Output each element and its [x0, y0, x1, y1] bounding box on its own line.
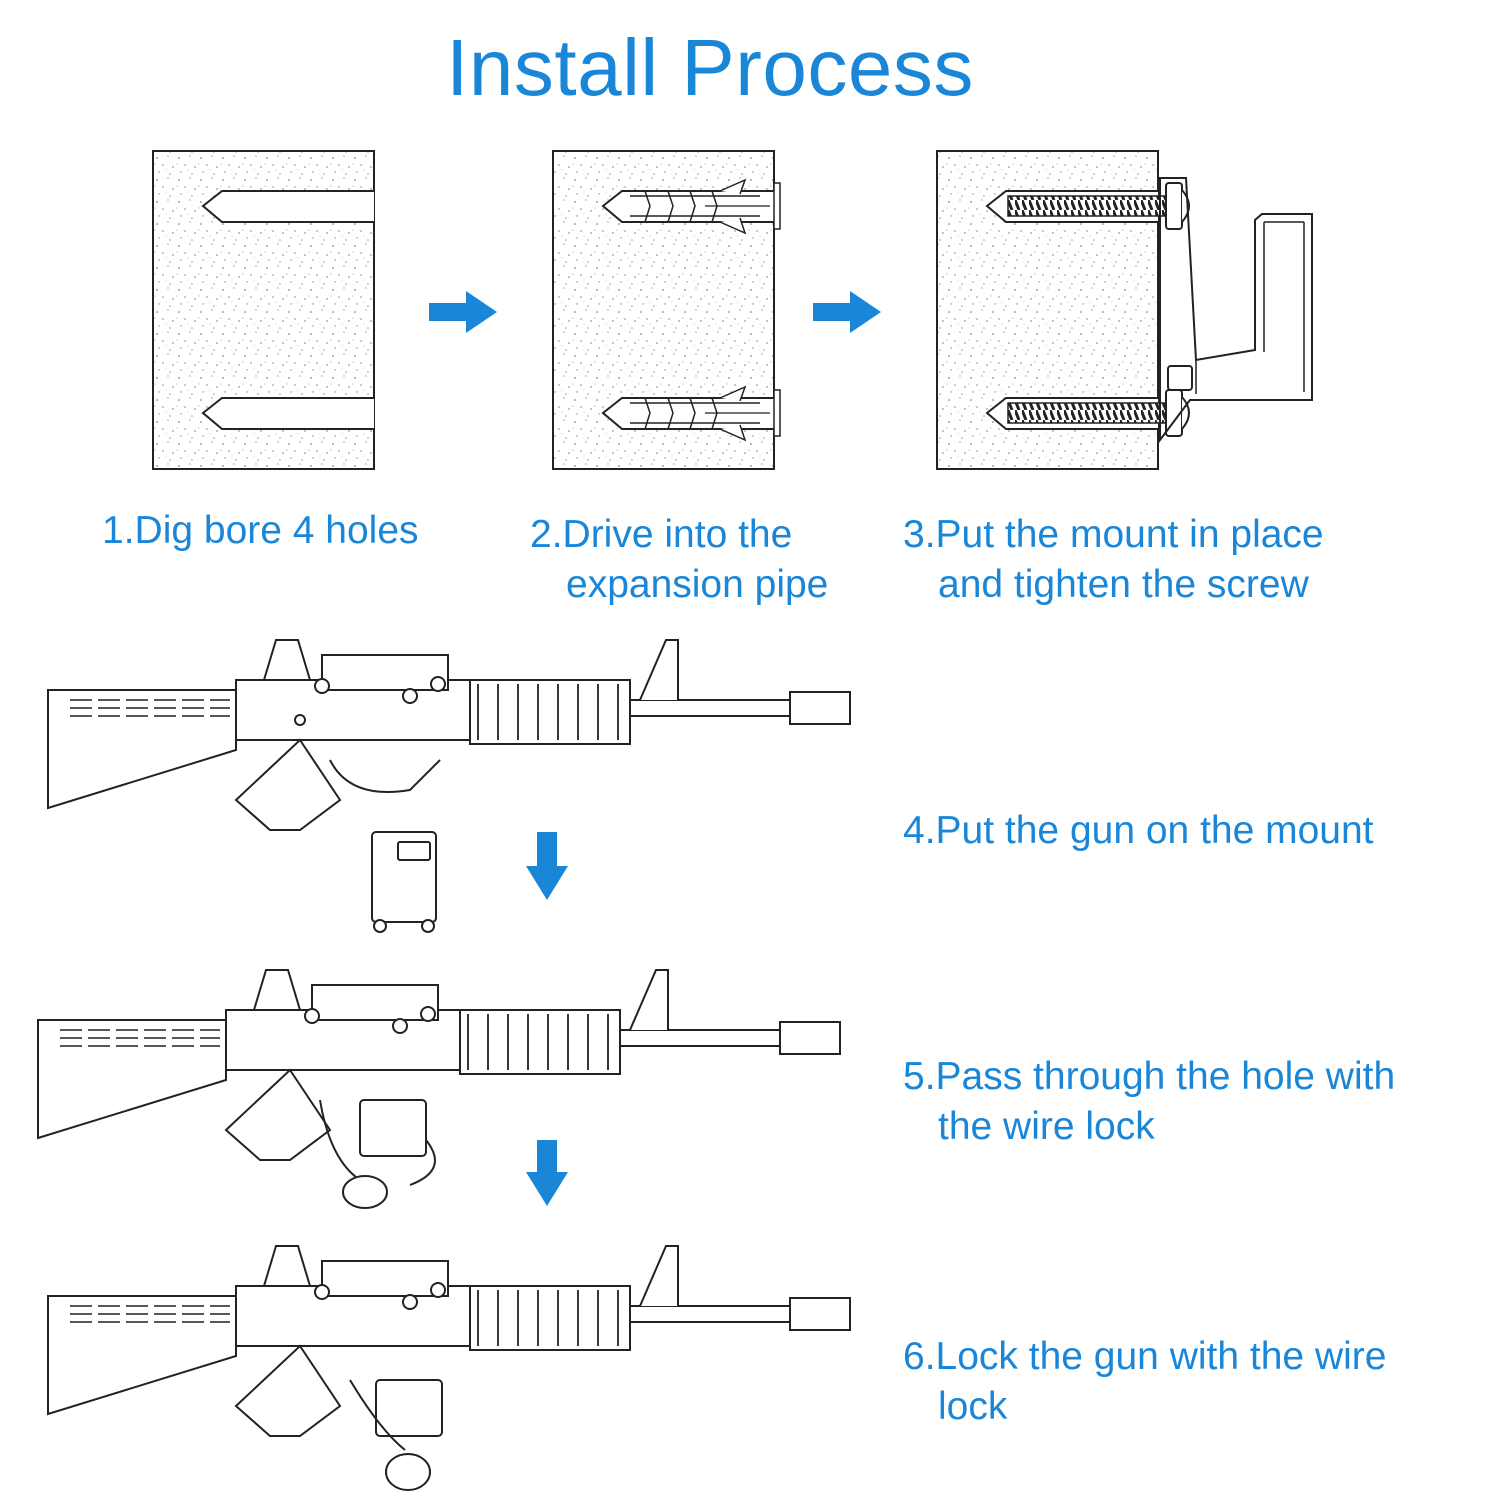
combination-lock-icon [385, 1453, 431, 1491]
step-4-text: Put the gun on the mount [935, 809, 1374, 852]
step-6-caption: 6.Lock the gun with the wire lock [903, 1332, 1386, 1432]
expansion-pipe-top [601, 178, 781, 235]
step-2-caption: 2.Drive into the expansion pipe [530, 510, 828, 610]
combination-lock-icon [342, 1175, 388, 1209]
step-3-text-line1: Put the mount in place [935, 513, 1324, 556]
rifle-illustration-3 [47, 1245, 851, 1491]
screw-bottom [985, 389, 1190, 437]
step-2-text-line2: expansion pipe [566, 563, 829, 606]
arrow-right-icon [813, 291, 881, 333]
step-4-caption: 4.Put the gun on the mount [903, 806, 1374, 856]
step-3-text-line2: and tighten the screw [938, 563, 1309, 606]
screw-top [985, 182, 1190, 230]
step-1-caption: 1.Dig bore 4 holes [102, 506, 419, 556]
step-5-text-line2: the wire lock [938, 1105, 1155, 1148]
rifle-illustration-1 [47, 639, 851, 831]
drilled-hole-bottom [201, 397, 374, 430]
drilled-hole-top [201, 190, 374, 223]
arrow-right-icon [429, 291, 497, 333]
rifle-illustration-2 [37, 969, 841, 1209]
step-6-text-line1: Lock the gun with the wire [935, 1335, 1387, 1378]
step-1-number: 1. [102, 509, 135, 552]
arrow-down-icon [526, 832, 568, 900]
step-3-number: 3. [903, 513, 936, 556]
page-title: Install Process [446, 23, 974, 112]
wall-mount-small [371, 831, 437, 933]
step-6-text-line2: lock [938, 1385, 1008, 1428]
arrow-down-icon [526, 1140, 568, 1206]
step-5-text-line1: Pass through the hole with [935, 1055, 1396, 1098]
expansion-pipe-bottom [601, 385, 781, 442]
step-4-number: 4. [903, 809, 936, 852]
step-3-caption: 3.Put the mount in place and tighten the… [903, 510, 1324, 610]
wall-mount-bracket [1159, 177, 1313, 443]
step-5-caption: 5.Pass through the hole with the wire lo… [903, 1052, 1395, 1152]
step-5-number: 5. [903, 1055, 936, 1098]
step-6-number: 6. [903, 1335, 936, 1378]
wall-panel-2 [552, 150, 781, 470]
wall-panel-3 [936, 150, 1313, 470]
wall-panel-1 [152, 150, 375, 470]
step-1-text: Dig bore 4 holes [134, 509, 419, 552]
step-2-number: 2. [530, 513, 563, 556]
step-2-text-line1: Drive into the [562, 513, 793, 556]
